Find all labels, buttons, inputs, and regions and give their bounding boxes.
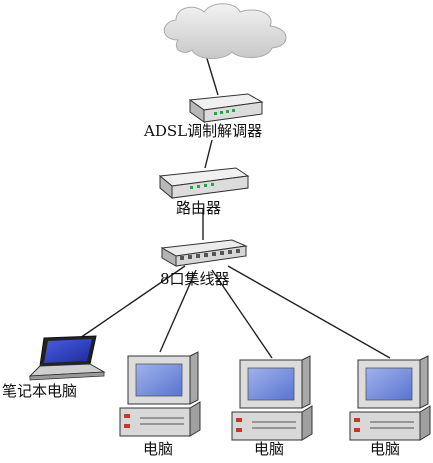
pc3-label: 电脑 [370,440,401,458]
desktop-computer-icon-1 [119,351,201,437]
link-hub-pc1 [159,269,197,353]
link-cloud-modem [204,51,219,96]
desktop-computer-icon-2 [231,355,313,441]
link-hub-laptop [79,265,186,339]
pc2-label: 电脑 [254,440,285,458]
laptop-label: 笔记本电脑 [2,382,78,400]
router-label: 路由器 [176,199,222,217]
link-modem-router [204,139,213,169]
hub-label: 8口集线器 [160,270,230,288]
desktop-computer-icon-3 [349,355,431,441]
hub-8-port-icon [160,239,248,267]
laptop-icon [28,335,106,381]
adsl-modem-icon [188,93,264,123]
pc1-label: 电脑 [143,440,174,458]
internet-cloud-icon [163,3,287,59]
link-hub-pc3 [227,265,391,359]
network-links [79,51,391,359]
link-hub-pc2 [211,269,273,359]
modem-label: ADSL调制解调器 [144,122,263,140]
router-icon [158,167,250,200]
